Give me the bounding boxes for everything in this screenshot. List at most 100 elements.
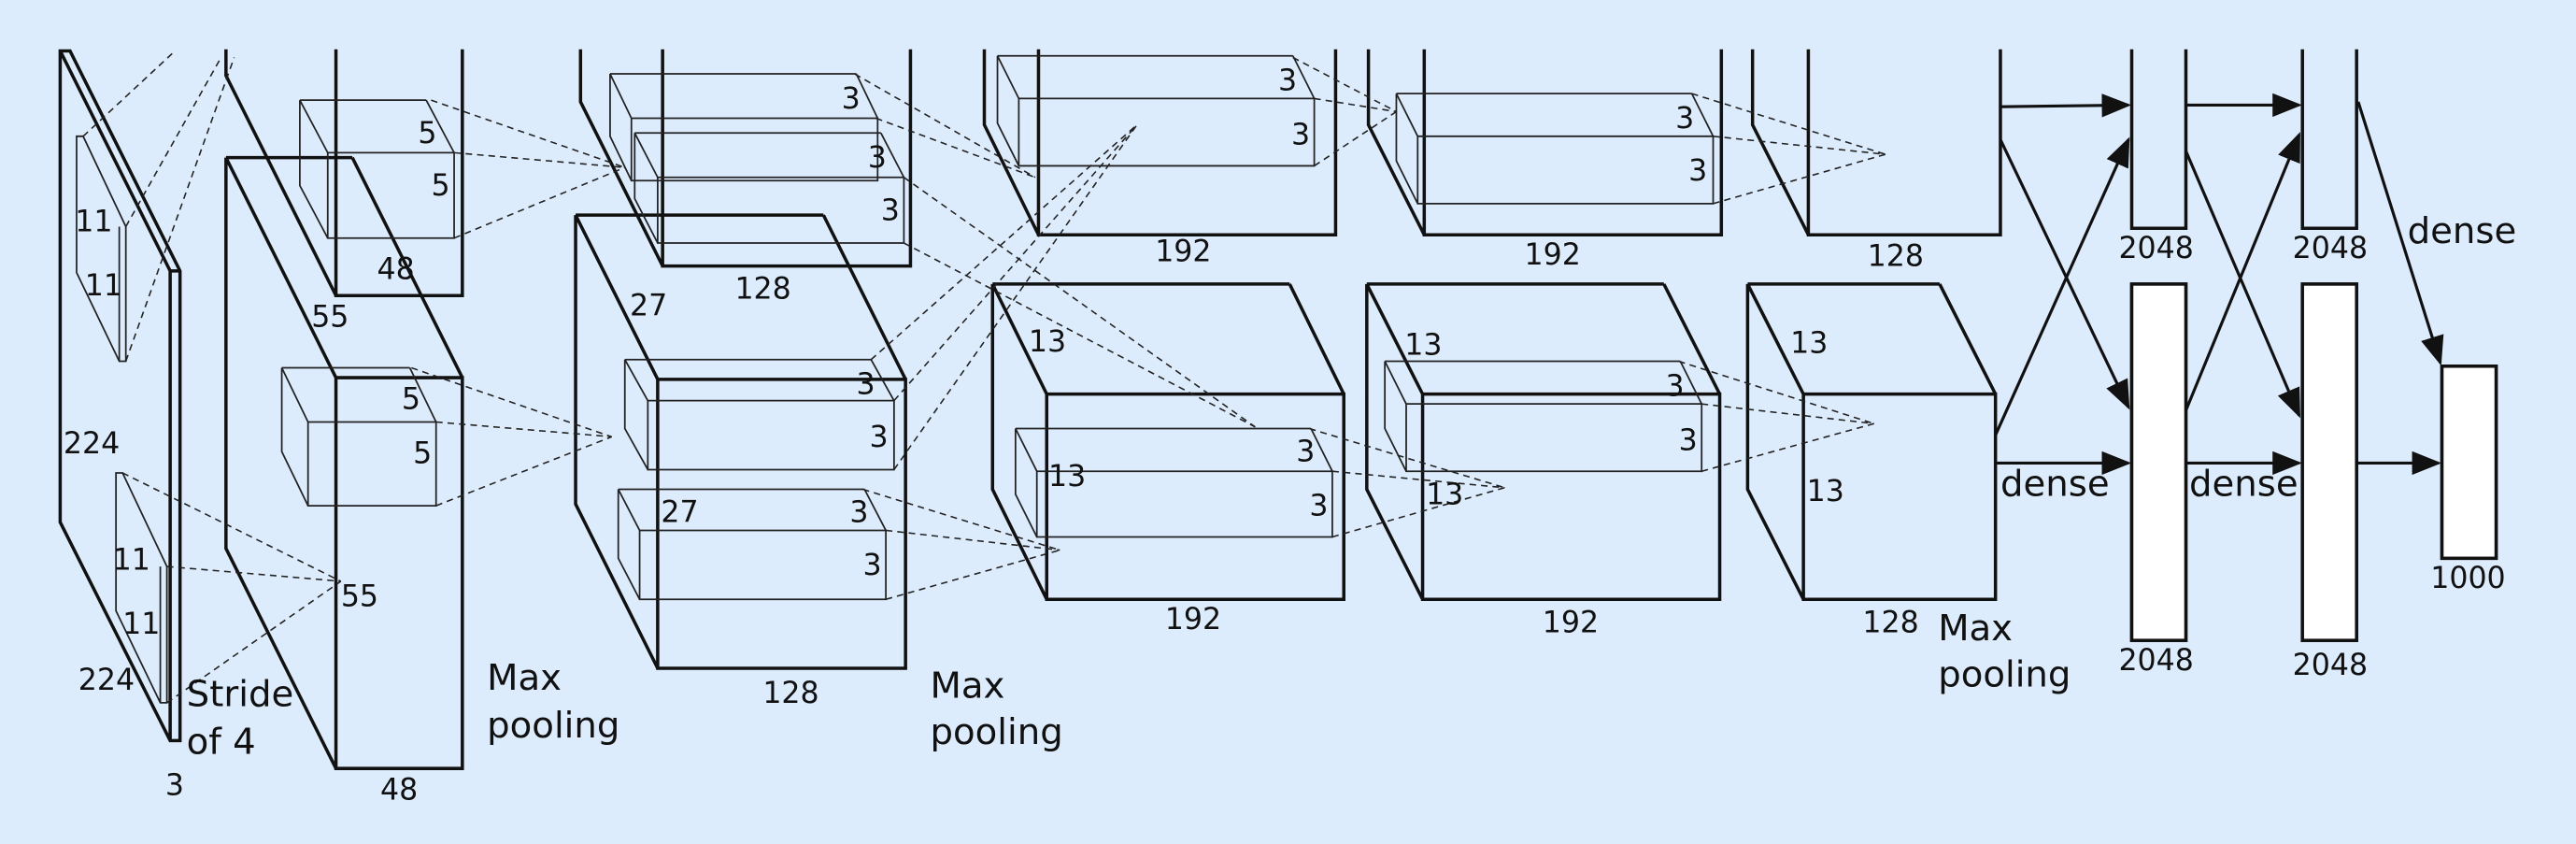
kernel-label: 11	[75, 206, 112, 239]
conv2-kernel	[623, 358, 895, 471]
receptive-field-line	[893, 123, 1138, 402]
receptive-field-line	[862, 488, 1060, 551]
kernel-label: 3	[1675, 102, 1694, 136]
receptive-field-line	[121, 472, 342, 582]
conv3-bottom-block	[990, 282, 1345, 601]
receptive-field-line	[435, 421, 612, 438]
fc-size-label: 2048	[2293, 232, 2368, 265]
conv4-kernel	[1395, 93, 1715, 205]
dense-label: dense	[2408, 210, 2517, 252]
receptive-field-line	[1701, 403, 1874, 425]
kernel-label: 5	[402, 382, 420, 416]
conv1-top-block	[224, 49, 464, 297]
size-label: 27	[661, 496, 698, 530]
depth-label: 128	[734, 273, 790, 307]
dense-label: dense	[2000, 464, 2110, 506]
receptive-field-line	[904, 242, 1256, 428]
conv2-bottom-block	[574, 213, 907, 670]
size-label: 55	[311, 301, 349, 335]
receptive-field-line	[124, 57, 222, 227]
receptive-field-lines	[82, 50, 1886, 704]
receptive-field-line	[166, 565, 341, 582]
receptive-field-line	[453, 151, 625, 168]
conv2-top-block	[578, 49, 913, 268]
kernel-label: 3	[1688, 154, 1707, 188]
depth-label: 192	[1165, 603, 1221, 637]
receptive-field-line	[893, 124, 1138, 470]
fc-size-label: 2048	[2293, 649, 2368, 682]
size-label: 13	[1426, 478, 1463, 511]
conv3-top-block	[982, 49, 1338, 236]
conv1-bottom-block	[224, 155, 464, 770]
size-label: 13	[1048, 460, 1086, 494]
conv5-top-block	[1750, 49, 2002, 236]
receptive-field-line	[1314, 97, 1397, 113]
kernel-label: 11	[122, 608, 160, 641]
receptive-field-line	[903, 177, 1256, 428]
max-pooling-label: pooling	[487, 705, 619, 747]
depth-label: 48	[380, 774, 418, 808]
conv2-kernel	[609, 73, 879, 182]
size-label: 13	[1029, 325, 1066, 359]
depth-label: 48	[377, 253, 414, 287]
receptive-field-line	[1331, 487, 1505, 538]
dense-layers	[2129, 49, 2498, 642]
kernel-label: 3	[842, 82, 861, 116]
max-pooling-label: Max	[487, 657, 562, 699]
dense-arrows	[1994, 93, 2444, 476]
size-label: 55	[341, 579, 378, 613]
conv3-kernel	[996, 54, 1316, 167]
kernel-label: 3	[856, 368, 875, 402]
depth-label: 192	[1543, 606, 1599, 639]
fc-size-label: 2048	[2118, 232, 2193, 265]
input-image-layer	[58, 49, 182, 743]
receptive-field-line	[124, 57, 235, 362]
conv2-kernel	[633, 132, 905, 244]
receptive-field-line	[1713, 153, 1886, 205]
conv4-kernel	[1384, 360, 1703, 473]
size-label: 27	[630, 289, 667, 322]
max-pooling-label: Max	[931, 665, 1005, 708]
kernel-label: 3	[868, 141, 887, 175]
stride-label: of 4	[187, 721, 256, 763]
output-size-label: 1000	[2430, 562, 2505, 595]
labels: 224 224 3 11 11 11 11 Stride of 4 5 5 5 …	[64, 64, 2516, 808]
kernel-label: 5	[418, 117, 436, 150]
receptive-field-line	[885, 529, 1060, 551]
receptive-field-line	[870, 123, 1138, 361]
fc-size-label: 2048	[2118, 644, 2193, 678]
depth-label: 128	[1868, 240, 1924, 274]
conv5-bottom-block	[1745, 282, 1998, 601]
conv4-top-block	[1366, 49, 1724, 236]
kernel-label: 3	[870, 421, 889, 454]
dense-label: dense	[2189, 464, 2298, 506]
receptive-field-line	[1331, 470, 1505, 489]
receptive-field-line	[1701, 422, 1874, 472]
kernel-label: 5	[431, 169, 449, 203]
kernel-label: 11	[113, 544, 150, 578]
max-pooling-label: Max	[1938, 608, 2013, 650]
kernel-label: 11	[85, 269, 122, 303]
kernel-label: 3	[1291, 119, 1310, 152]
max-pooling-label: pooling	[931, 711, 1063, 753]
receptive-field-line	[453, 166, 626, 239]
receptive-field-line	[875, 117, 1036, 179]
kernel-label: 5	[413, 436, 432, 470]
size-label: 13	[1790, 327, 1828, 361]
input-channels-label: 3	[165, 768, 184, 802]
receptive-field-line	[885, 549, 1060, 600]
kernel-label: 3	[1666, 369, 1685, 403]
receptive-field-line	[1292, 56, 1397, 113]
receptive-field-line	[1713, 136, 1886, 155]
conv4-bottom-block	[1365, 282, 1722, 601]
input-height-label: 224	[64, 427, 120, 461]
size-label: 13	[1807, 475, 1844, 508]
receptive-field-line	[166, 580, 342, 704]
kernel-label: 3	[849, 496, 868, 530]
kernel-label: 3	[1278, 64, 1297, 98]
kernel-label: 3	[1309, 490, 1328, 523]
depth-label: 192	[1155, 235, 1211, 268]
receptive-field-line	[411, 366, 612, 438]
receptive-field-line	[854, 73, 1036, 179]
